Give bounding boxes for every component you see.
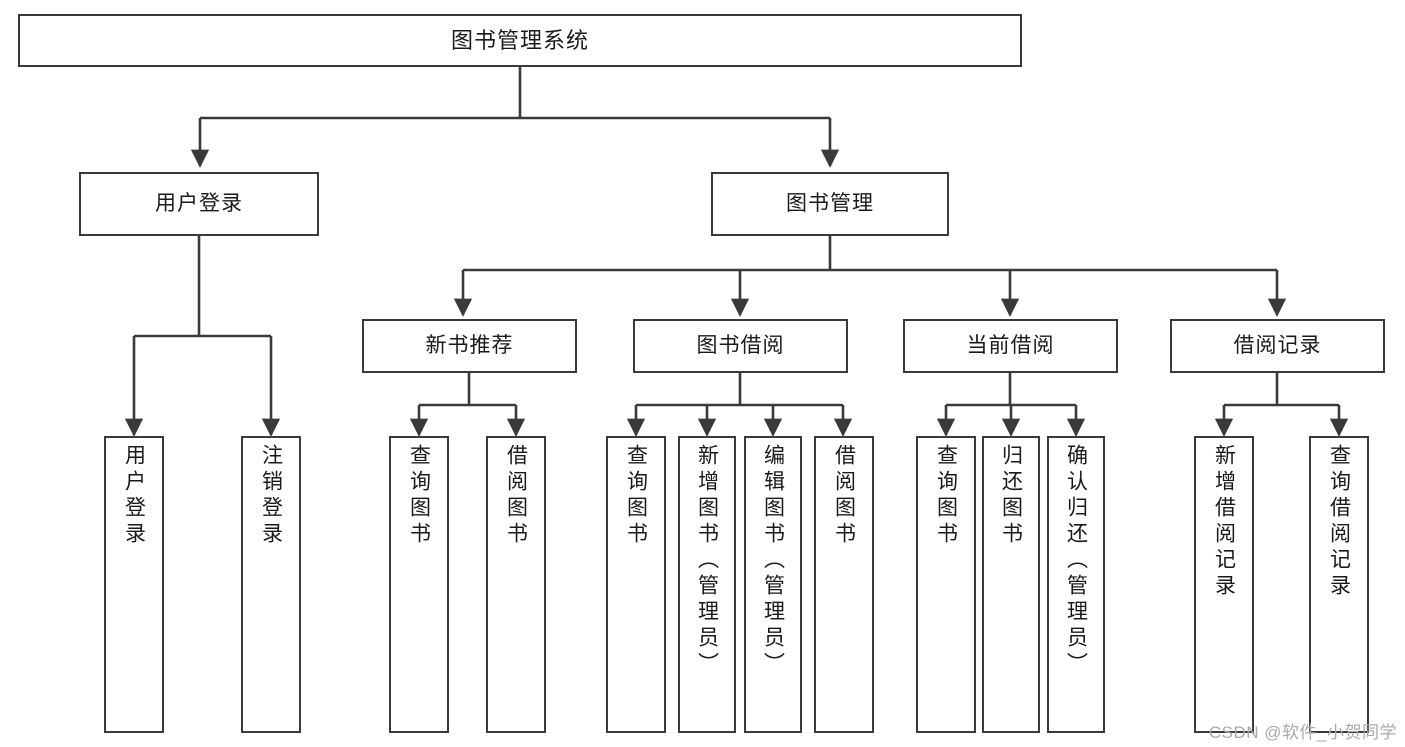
node-label: 图书管理系统 xyxy=(450,27,589,53)
node-user-login[interactable]: 用户登录 xyxy=(79,172,319,236)
node-leaf-borrow-book-2[interactable]: 借阅图书 xyxy=(814,436,874,733)
node-label: 新增借阅记录 xyxy=(1212,444,1236,600)
node-leaf-confirm-return[interactable]: 确认归还（管理员） xyxy=(1047,436,1105,733)
node-new-book-recommend[interactable]: 新书推荐 xyxy=(362,319,577,373)
watermark-text: CSDN @软件_小贺同学 xyxy=(1208,723,1397,742)
node-leaf-query-record[interactable]: 查询借阅记录 xyxy=(1309,436,1369,733)
node-borrow-record[interactable]: 借阅记录 xyxy=(1170,319,1385,373)
node-label: 新书推荐 xyxy=(425,333,514,357)
node-leaf-logout[interactable]: 注销登录 xyxy=(241,436,301,733)
node-label: 新增图书（管理员） xyxy=(695,444,719,678)
node-label: 编辑图书（管理员） xyxy=(761,444,785,678)
node-label: 用户登录 xyxy=(122,444,146,548)
node-book-borrow[interactable]: 图书借阅 xyxy=(633,319,848,373)
node-label: 归还图书 xyxy=(999,444,1023,548)
node-label: 图书管理 xyxy=(786,191,874,215)
node-label: 注销登录 xyxy=(259,444,283,548)
node-leaf-query-book-1[interactable]: 查询图书 xyxy=(389,436,449,733)
node-label: 借阅图书 xyxy=(504,444,528,548)
node-leaf-add-book[interactable]: 新增图书（管理员） xyxy=(678,436,736,733)
node-leaf-return-book[interactable]: 归还图书 xyxy=(982,436,1040,733)
node-leaf-query-book-2[interactable]: 查询图书 xyxy=(606,436,666,733)
node-leaf-query-book-3[interactable]: 查询图书 xyxy=(916,436,976,733)
node-label: 借阅图书 xyxy=(832,444,856,548)
node-book-management-system[interactable]: 图书管理系统 xyxy=(18,14,1022,67)
node-label: 图书借阅 xyxy=(696,333,785,357)
node-label: 当前借阅 xyxy=(966,333,1055,357)
node-label: 查询图书 xyxy=(624,444,648,548)
node-label: 查询图书 xyxy=(934,444,958,548)
node-current-borrow[interactable]: 当前借阅 xyxy=(903,319,1118,373)
node-label: 查询图书 xyxy=(407,444,431,548)
node-label: 借阅记录 xyxy=(1233,333,1322,357)
node-leaf-user-login[interactable]: 用户登录 xyxy=(104,436,164,733)
node-label: 确认归还（管理员） xyxy=(1064,444,1088,678)
node-leaf-add-record[interactable]: 新增借阅记录 xyxy=(1194,436,1254,733)
node-label: 查询借阅记录 xyxy=(1327,444,1351,600)
node-label: 用户登录 xyxy=(155,191,243,215)
node-book-management[interactable]: 图书管理 xyxy=(711,172,949,236)
node-leaf-borrow-book-1[interactable]: 借阅图书 xyxy=(486,436,546,733)
node-leaf-edit-book[interactable]: 编辑图书（管理员） xyxy=(744,436,802,733)
